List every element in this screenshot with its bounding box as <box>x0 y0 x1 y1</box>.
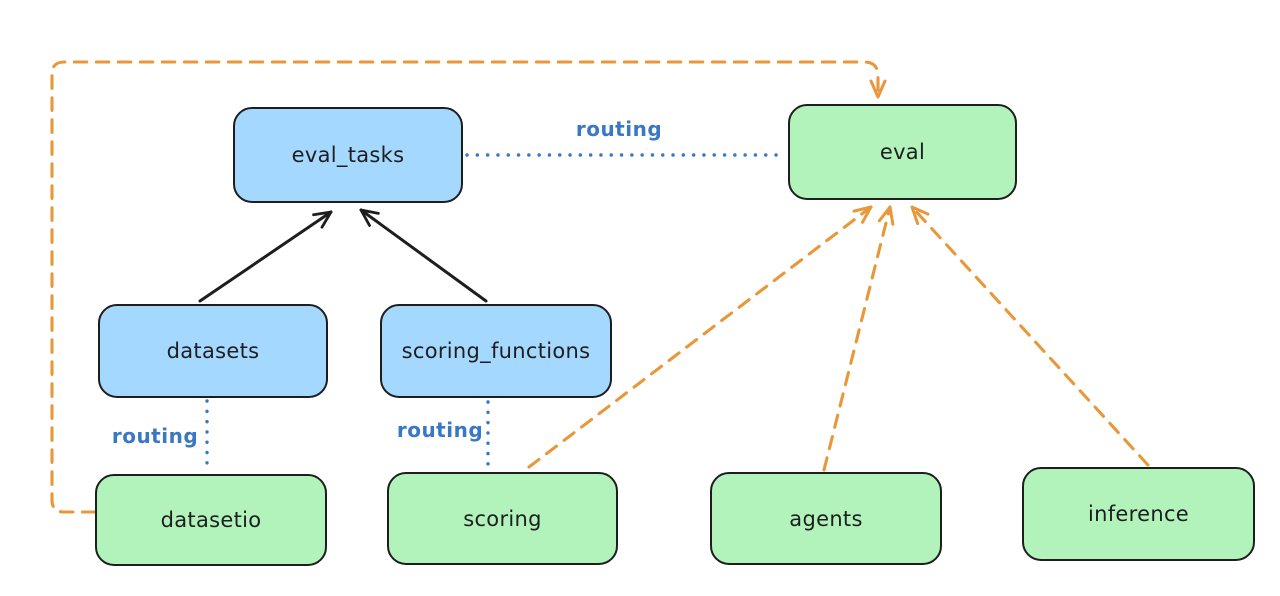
node-label-agents: agents <box>789 506 863 531</box>
node-label-inference: inference <box>1087 502 1190 526</box>
node-label-datasetio: datasetio <box>160 508 262 532</box>
edge-scoring-functions-to-eval-tasks <box>359 208 488 303</box>
node-scoring: scoring <box>387 472 618 565</box>
node-eval-tasks: eval_tasks <box>233 107 463 203</box>
node-label-eval: eval <box>879 140 926 164</box>
routing-label-datasets-datasetio: routing <box>111 424 199 448</box>
node-scoring-functions: scoring_functions <box>380 304 612 398</box>
node-label-scoring-functions: scoring_functions <box>401 339 591 363</box>
edge-datasets-to-eval-tasks <box>198 210 333 303</box>
edge-inference-to-eval <box>910 205 1150 467</box>
node-eval: eval <box>788 104 1017 200</box>
node-label-scoring: scoring <box>463 506 542 531</box>
node-agents: agents <box>710 472 942 565</box>
node-datasetio: datasetio <box>95 474 327 566</box>
edge-scoring-to-eval <box>527 205 873 469</box>
edge-agents-to-eval <box>822 205 895 472</box>
routing-label-eval-tasks-eval: routing <box>575 117 663 141</box>
node-label-eval-tasks: eval_tasks <box>291 143 405 167</box>
node-datasets: datasets <box>98 304 328 398</box>
edge-datasetio-to-eval <box>50 60 887 514</box>
node-label-datasets: datasets <box>166 339 260 363</box>
routing-label-scoring-functions-scoring: routing <box>396 418 484 442</box>
node-inference: inference <box>1022 467 1255 561</box>
